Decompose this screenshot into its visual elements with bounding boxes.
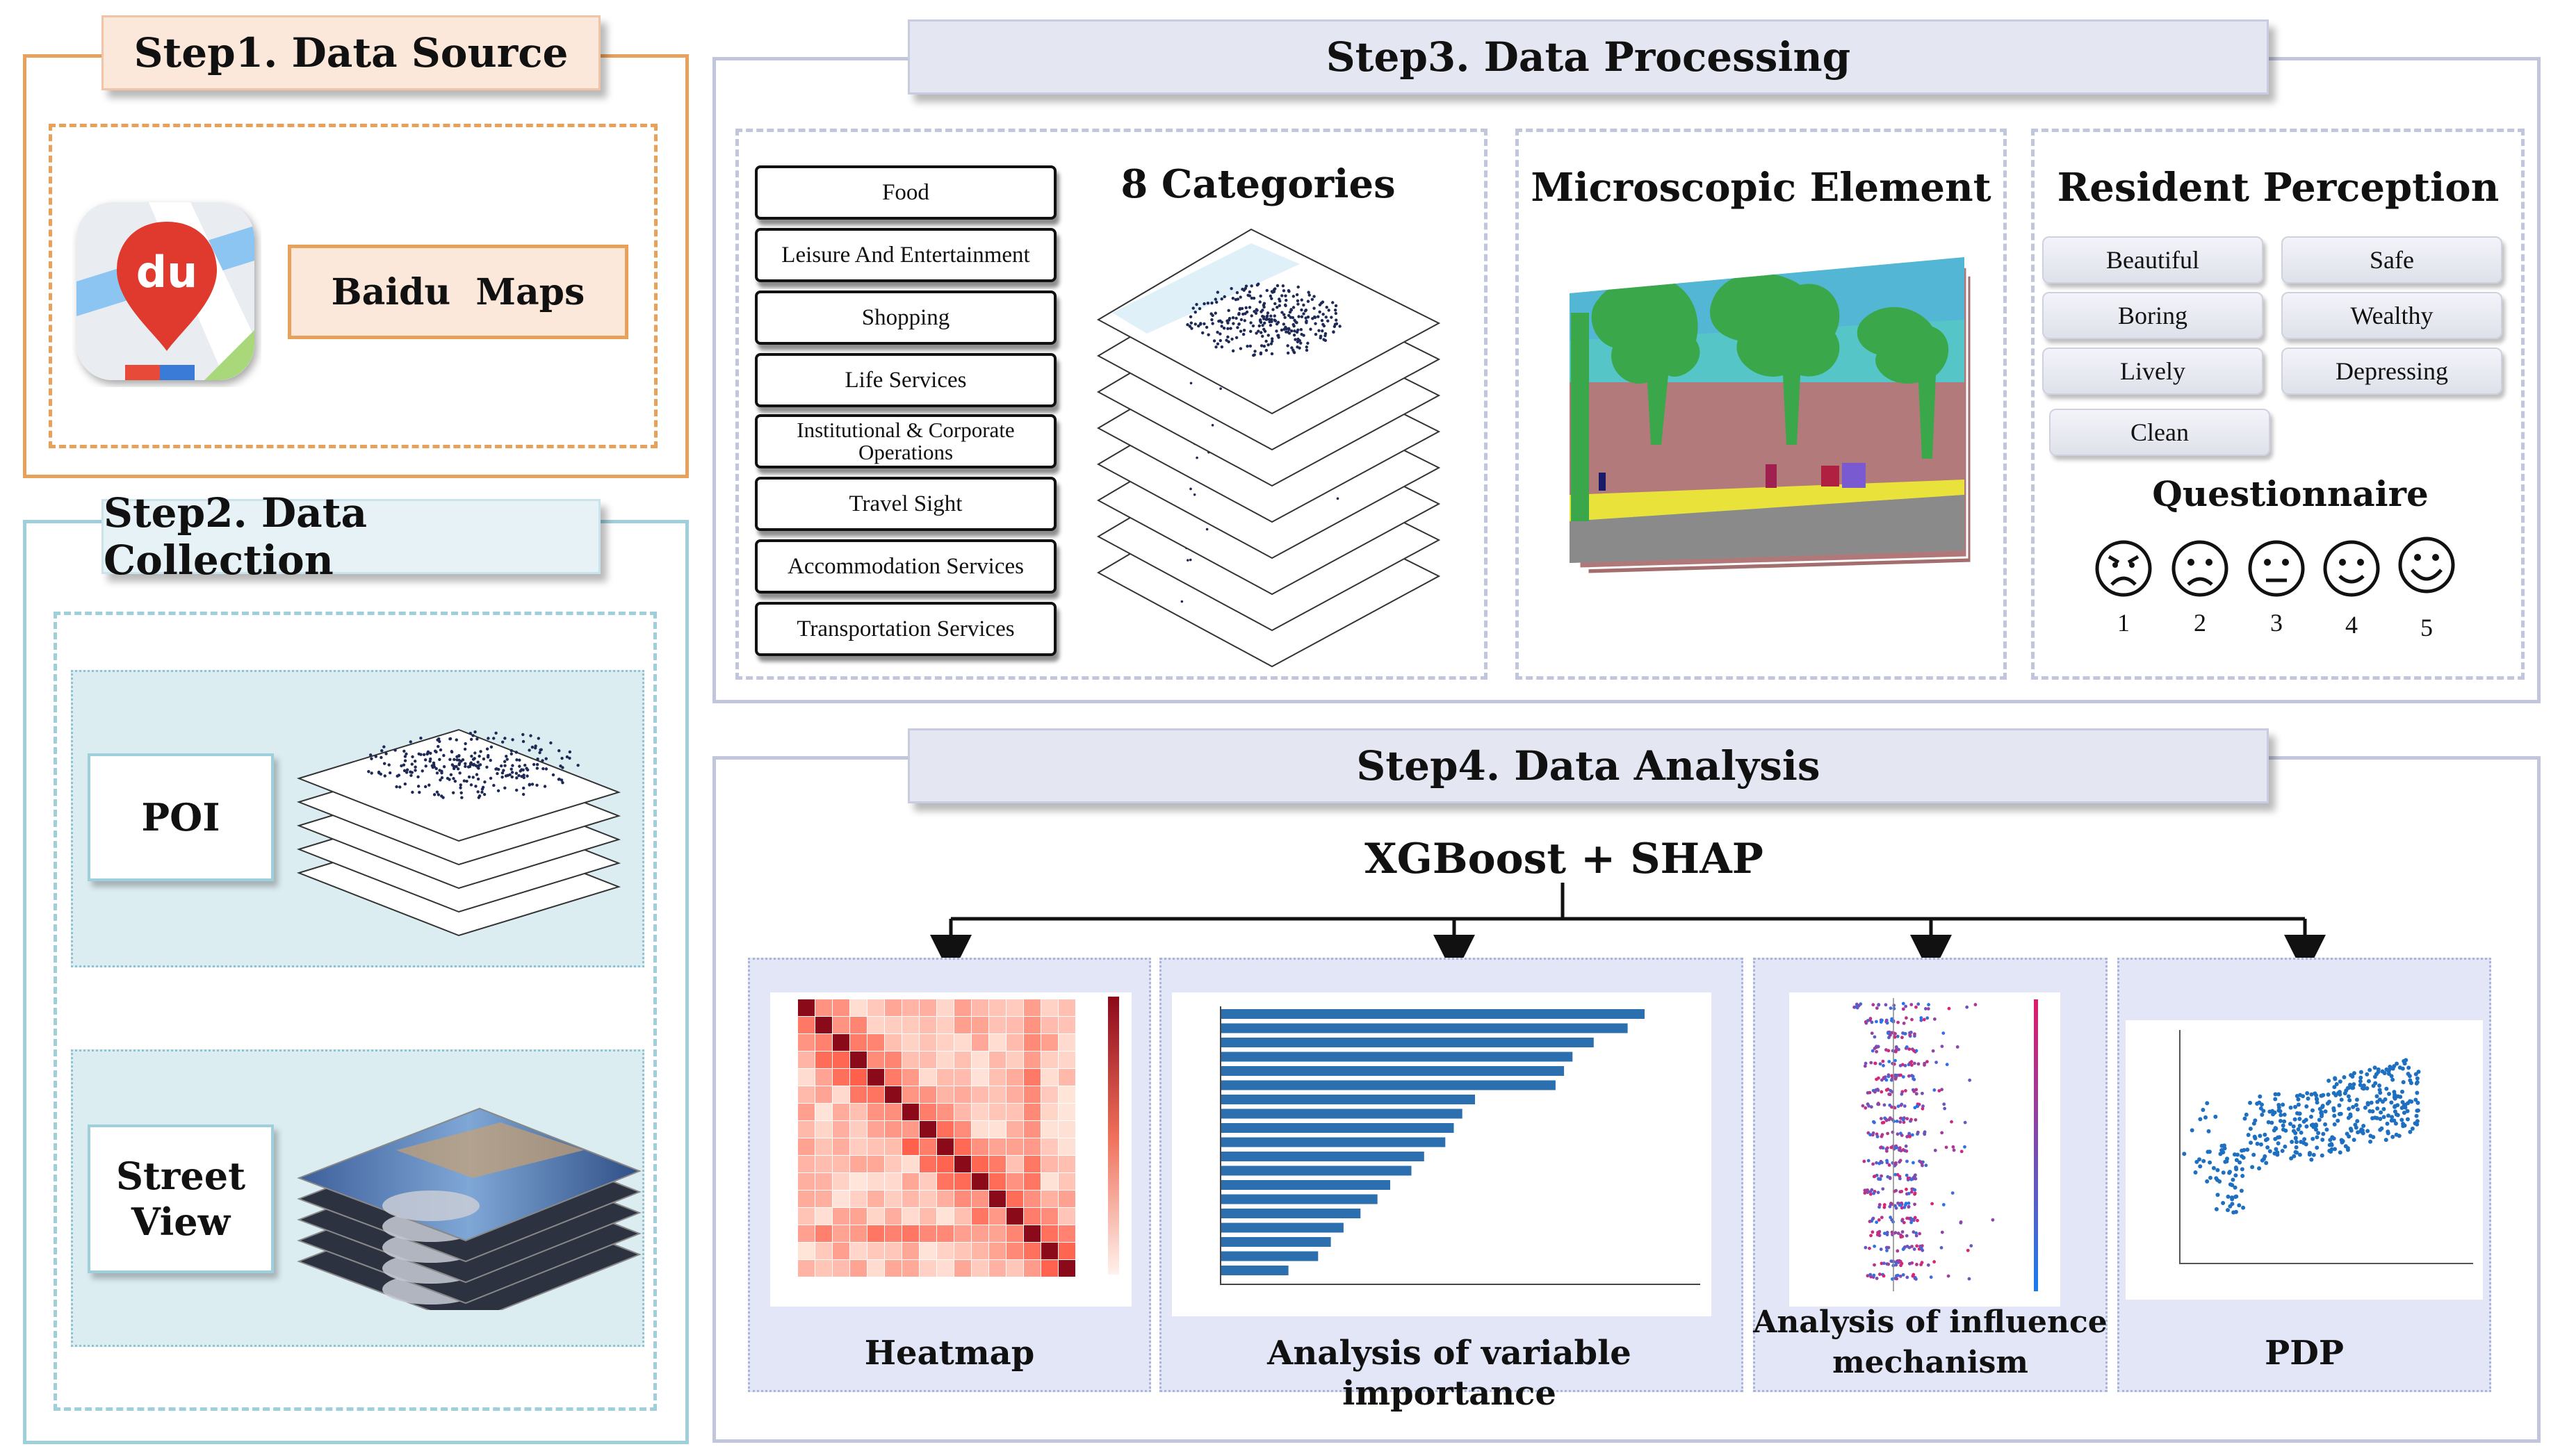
smile-face-icon — [2323, 540, 2380, 597]
category-shopping: Shopping — [755, 291, 1057, 345]
step3-title: Step3. Data Processing — [908, 19, 2269, 95]
category-institutional: Institutional & Corporate Operations — [755, 414, 1057, 468]
influence-caption-line2: mechanism — [1832, 1345, 2028, 1380]
heatmap-caption: Heatmap — [864, 1334, 1035, 1373]
logo-du-text: du — [136, 247, 198, 297]
category-transportation: Transportation Services — [755, 602, 1057, 656]
perception-title: Resident Perception — [2057, 165, 2500, 211]
micro-title: Microscopic Element — [1531, 165, 1991, 211]
perception-dashed-frame — [2031, 129, 2525, 680]
segmentation-image-stack — [1570, 257, 1973, 575]
street-view-line1: Street — [115, 1154, 246, 1198]
street-view-label: Street View — [88, 1124, 274, 1273]
pdp-caption: PDP — [2265, 1334, 2344, 1373]
beeswarm-chart — [1789, 992, 2060, 1307]
very-sad-face-icon — [2095, 540, 2152, 597]
pdp-scatter-chart — [2126, 1020, 2483, 1300]
heatmap-chart — [770, 992, 1132, 1307]
step1-title: Step1. Data Source — [101, 15, 601, 90]
category-accommodation: Accommodation Services — [755, 539, 1057, 594]
poi-label: POI — [88, 753, 274, 881]
perception-safe: Safe — [2281, 236, 2502, 284]
baidu-maps-logo: du — [76, 202, 254, 380]
perception-depressing: Depressing — [2281, 347, 2502, 395]
step2-title: Step2. Data Collection — [101, 489, 601, 584]
perception-lively: Lively — [2042, 347, 2263, 395]
perception-beautiful: Beautiful — [2042, 236, 2263, 284]
category-list: Food Leisure And Entertainment Shopping … — [755, 165, 1061, 666]
categories-title: 8 Categories — [1120, 161, 1396, 207]
step2-dashed-frame — [54, 612, 657, 1411]
importance-bar-chart — [1172, 992, 1711, 1316]
importance-caption: Analysis of variable importance — [1267, 1334, 1631, 1413]
category-leisure: Leisure And Entertainment — [755, 228, 1057, 282]
perception-boring: Boring — [2042, 292, 2263, 339]
neutral-face-icon — [2248, 540, 2305, 597]
perception-wealthy: Wealthy — [2281, 292, 2502, 339]
scale-1: 1 — [2117, 609, 2130, 637]
very-happy-face-icon — [2398, 537, 2455, 594]
category-travel-sight: Travel Sight — [755, 477, 1057, 531]
step1-dashed-frame — [49, 124, 658, 448]
category-life-services: Life Services — [755, 353, 1057, 407]
category-layer-stack — [1096, 228, 1441, 667]
poi-layer-stack — [296, 728, 621, 937]
branch-arrows — [930, 883, 2326, 966]
baidu-maps-label: Baidu Maps — [288, 245, 628, 339]
scale-3: 3 — [2270, 609, 2283, 637]
categories-dashed-frame — [735, 129, 1488, 680]
influence-caption: Analysis of influence mechanism — [1753, 1302, 2108, 1383]
influence-caption-line1: Analysis of influence — [1753, 1304, 2108, 1340]
scale-4: 4 — [2345, 611, 2358, 639]
questionnaire-title: Questionnaire — [2152, 473, 2429, 514]
street-view-line2: View — [131, 1200, 231, 1244]
category-food: Food — [755, 165, 1057, 220]
scale-2: 2 — [2194, 609, 2206, 637]
perception-clean: Clean — [2049, 409, 2270, 456]
step4-title: Step4. Data Analysis — [908, 728, 2269, 803]
micro-dashed-frame — [1515, 129, 2007, 680]
model-label: XGBoost + SHAP — [1364, 835, 1763, 883]
scale-5: 5 — [2420, 614, 2433, 641]
sad-face-icon — [2171, 540, 2228, 597]
street-view-layer-stack — [297, 1107, 642, 1310]
